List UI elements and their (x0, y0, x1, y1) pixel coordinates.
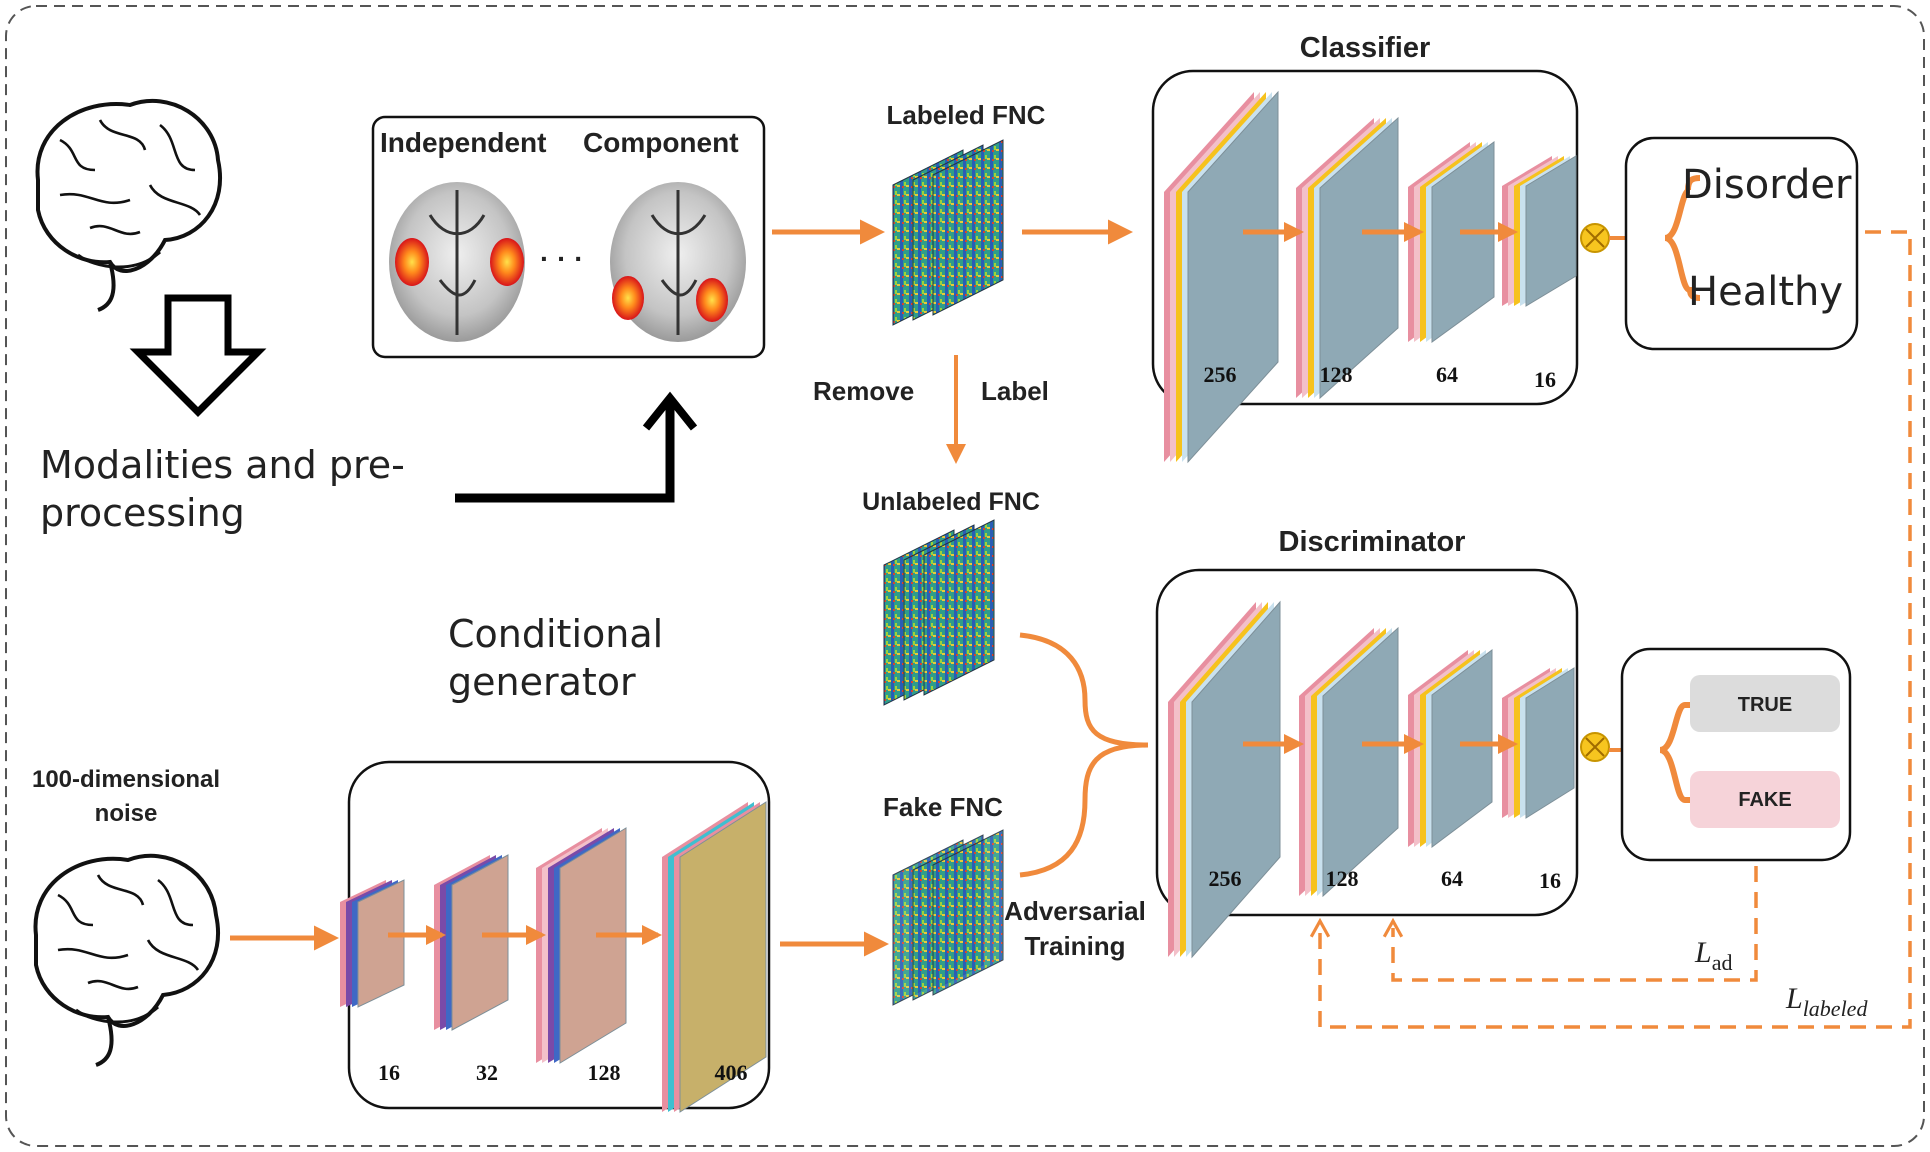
adversarial-label-line2: Training (1024, 931, 1125, 961)
discriminator-layers: 256 128 64 16 (1168, 600, 1575, 959)
classifier-layer-size: 128 (1320, 362, 1353, 387)
classifier-layer-128 (1296, 116, 1399, 400)
fake-fnc-label: Fake FNC (883, 792, 1003, 822)
loss-labeled-label: Llabeled (1785, 982, 1868, 1021)
unlabeled-fnc-label: Unlabeled FNC (862, 488, 1040, 516)
multiply-icon (1585, 228, 1605, 248)
generator-layer-size: 16 (378, 1060, 400, 1085)
modalities-text-line1: Modalities and pre- (40, 443, 405, 487)
unlabeled-fnc-stack (883, 519, 995, 706)
label-label: Label (981, 376, 1049, 406)
true-label: TRUE (1738, 694, 1792, 716)
modalities-text-line2: processing (40, 491, 245, 535)
brain-icon-bottom (33, 853, 220, 1067)
generator-layer-size: 128 (588, 1060, 621, 1085)
classifier-layers: 256 128 64 16 (1164, 90, 1577, 464)
classifier-layer-size: 256 (1204, 362, 1237, 387)
classifier-output-healthy: Healthy (1688, 269, 1843, 315)
ica-ellipsis: · · · (540, 243, 584, 274)
discriminator-layer-256 (1168, 600, 1281, 959)
loss-ad-line (1382, 866, 1758, 982)
classifier-layer-16 (1502, 155, 1577, 307)
classifier-layer-size: 16 (1534, 367, 1556, 392)
loss-ad-label: Lad (1694, 936, 1732, 975)
generator-label-line2: generator (448, 660, 636, 704)
merge-brace (1019, 632, 1149, 878)
fake-label: FAKE (1738, 789, 1791, 811)
brain-slice-right (610, 182, 746, 342)
fake-box (1690, 771, 1840, 828)
classifier-output-brace (1663, 175, 1701, 301)
elbow-arrow (455, 391, 698, 503)
generator-layer-32 (434, 854, 509, 1031)
fake-fnc-stack (892, 829, 1004, 1006)
outer-frame (5, 5, 1925, 1147)
loss-labeled-line (1309, 230, 1912, 1029)
multiply-icon (1585, 737, 1605, 757)
discriminator-layer-size: 16 (1539, 868, 1561, 893)
discriminator-layer-size: 64 (1441, 866, 1463, 891)
classifier-title: Classifier (1300, 32, 1431, 64)
generator-label-line1: Conditional (448, 612, 663, 656)
discriminator-layer-size: 256 (1209, 866, 1242, 891)
brain-icon-top (35, 98, 222, 312)
discriminator-layer-64 (1408, 649, 1493, 848)
ica-title-right: Component (583, 127, 739, 158)
classifier-output-box (1624, 136, 1859, 351)
down-arrow-outline (129, 294, 267, 417)
classifier-layer-size: 64 (1436, 362, 1458, 387)
generator-layers: 16 32 128 406 (340, 801, 767, 1113)
brain-slice-left (389, 182, 525, 342)
discriminator-layer-128 (1299, 626, 1399, 898)
classifier-output-disorder: Disorder (1682, 162, 1852, 208)
discriminator-layer-16 (1502, 667, 1575, 819)
true-box (1690, 675, 1840, 732)
classifier-layer-64 (1408, 141, 1495, 343)
generator-layer-406 (662, 801, 767, 1113)
labeled-fnc-label: Labeled FNC (887, 100, 1046, 130)
adversarial-label-line1: Adversarial (1004, 896, 1146, 926)
remove-label: Remove (813, 376, 914, 406)
discriminator-output-brace (1658, 702, 1692, 803)
generator-layer-16 (340, 879, 405, 1008)
classifier-layer-256 (1164, 90, 1279, 464)
noise-label-line1: 100-dimensional (32, 766, 220, 793)
discriminator-title: Discriminator (1279, 526, 1466, 558)
noise-label-line2: noise (95, 800, 158, 827)
generator-layer-size: 406 (715, 1060, 748, 1085)
discriminator-layer-size: 128 (1326, 866, 1359, 891)
generator-layer-size: 32 (476, 1060, 498, 1085)
generator-layer-128 (536, 827, 627, 1064)
ica-title-left: Independent (380, 127, 546, 158)
labeled-fnc-stack (892, 139, 1004, 326)
